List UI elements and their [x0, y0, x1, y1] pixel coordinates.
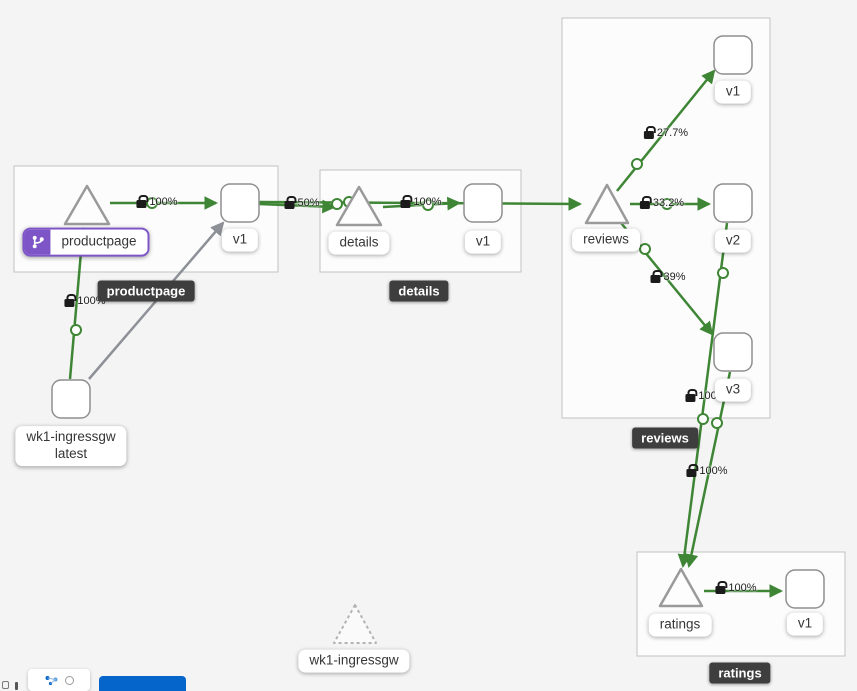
edge-percentage: 33.2% [652, 197, 685, 209]
node-label-text: details [339, 234, 379, 250]
node-square-ratings-v1[interactable] [785, 569, 825, 609]
group-tooltip-reviews: reviews [632, 427, 698, 449]
lock-icon [64, 294, 77, 307]
edge-percentage: 100% [413, 196, 442, 208]
node-square-reviews-v2[interactable] [713, 183, 753, 223]
edge-label-v3-to-ratings[interactable]: 100% [686, 464, 728, 477]
lock-icon [650, 270, 663, 283]
node-label-productpage[interactable]: productpage [22, 227, 150, 257]
node-label-productpage-v1[interactable]: v1 [221, 228, 259, 252]
group-tooltip-ratings: ratings [709, 662, 771, 684]
edge-percentage: 39% [663, 271, 686, 283]
graph-settings-button[interactable] [28, 669, 90, 691]
edge-label-productpage-to-v1[interactable]: 100% [136, 195, 178, 208]
group-tooltip-productpage: productpage [97, 280, 195, 302]
node-label-details-v1[interactable]: v1 [464, 230, 502, 254]
node-label-text: v1 [475, 233, 491, 249]
node-label-text: reviews [583, 231, 629, 247]
node-label-ratings-v1[interactable]: v1 [786, 612, 824, 636]
node-label-text: v1 [725, 83, 741, 99]
node-label-details[interactable]: details [328, 231, 390, 255]
edge-percentage: 100% [728, 582, 757, 594]
node-square-ingress[interactable] [51, 379, 91, 419]
node-label-text: wk1-ingressgw [309, 652, 399, 668]
edge-details-to-v1[interactable] [382, 196, 462, 211]
node-square-reviews-v3[interactable] [713, 332, 753, 372]
node-label-ingress[interactable]: wk1-ingressgw latest [15, 426, 127, 466]
lock-icon [685, 389, 698, 402]
edge-label-ratings-to-v1[interactable]: 100% [715, 581, 757, 594]
edge-percentage: 50% [297, 197, 320, 209]
node-label-text: v1 [797, 615, 813, 631]
graph-type-icon [45, 675, 57, 685]
time-icon [64, 675, 74, 685]
lock-icon [686, 464, 699, 477]
corner-status-icons [2, 681, 18, 690]
legend-button[interactable] [99, 676, 186, 691]
edge-label-reviews-to-v1[interactable]: 27.7% [643, 126, 689, 139]
lock-icon [639, 196, 652, 209]
lock-icon [136, 195, 149, 208]
node-label-reviews-v1[interactable]: v1 [714, 80, 752, 104]
node-label-ratings[interactable]: ratings [648, 613, 712, 637]
edge-productpage-v1-to-details[interactable] [258, 199, 337, 214]
edge-reviews-to-v1[interactable] [616, 69, 716, 192]
edge-label-details-to-v1[interactable]: 100% [400, 195, 442, 208]
edge-label-productpage-to-details[interactable]: 50% [284, 196, 320, 209]
node-triangle-productpage[interactable] [63, 184, 111, 226]
zoom-indicator-icon [2, 681, 9, 689]
edge-percentage: 100% [149, 196, 178, 208]
node-triangle-ingress-idle[interactable] [333, 604, 377, 644]
lock-icon [284, 196, 297, 209]
node-label-text: wk1-ingressgw [26, 429, 116, 445]
node-triangle-details[interactable] [335, 185, 383, 227]
node-label-reviews[interactable]: reviews [572, 228, 640, 252]
edge-label-reviews-to-v2[interactable]: 33.2% [639, 196, 685, 209]
node-label-reviews-v2[interactable]: v2 [714, 229, 752, 253]
node-label-reviews-v3[interactable]: v3 [714, 378, 752, 402]
node-triangle-ratings[interactable] [658, 567, 704, 608]
node-label-text: v2 [725, 232, 741, 248]
node-label-text: v1 [232, 231, 248, 247]
lock-icon [643, 126, 656, 139]
node-label-text: ratings [659, 616, 701, 632]
node-square-reviews-v1[interactable] [713, 35, 753, 75]
edge-percentage: 100% [699, 465, 728, 477]
virtual-service-badge-icon [24, 229, 51, 255]
node-label-text: productpage [50, 229, 148, 255]
node-square-details-v1[interactable] [463, 183, 503, 223]
node-label-text: v3 [725, 381, 741, 397]
counter-icon [15, 682, 18, 690]
lock-icon [715, 581, 728, 594]
node-triangle-reviews[interactable] [584, 183, 630, 225]
edge-v2-to-ratings[interactable] [677, 222, 729, 569]
edge-label-reviews-to-v3[interactable]: 39% [650, 270, 686, 283]
edge-percentage: 27.7% [656, 127, 689, 139]
edge-productpage-v1-to-reviews[interactable] [258, 197, 583, 211]
node-square-productpage-v1[interactable] [220, 183, 260, 223]
lock-icon [400, 195, 413, 208]
edge-waypoint-circles [70, 158, 729, 429]
node-label-version: latest [54, 446, 88, 461]
edge-v3-to-ratings[interactable] [684, 371, 732, 569]
node-label-ingress-idle[interactable]: wk1-ingressgw [298, 649, 410, 673]
group-tooltip-details: details [389, 280, 449, 302]
